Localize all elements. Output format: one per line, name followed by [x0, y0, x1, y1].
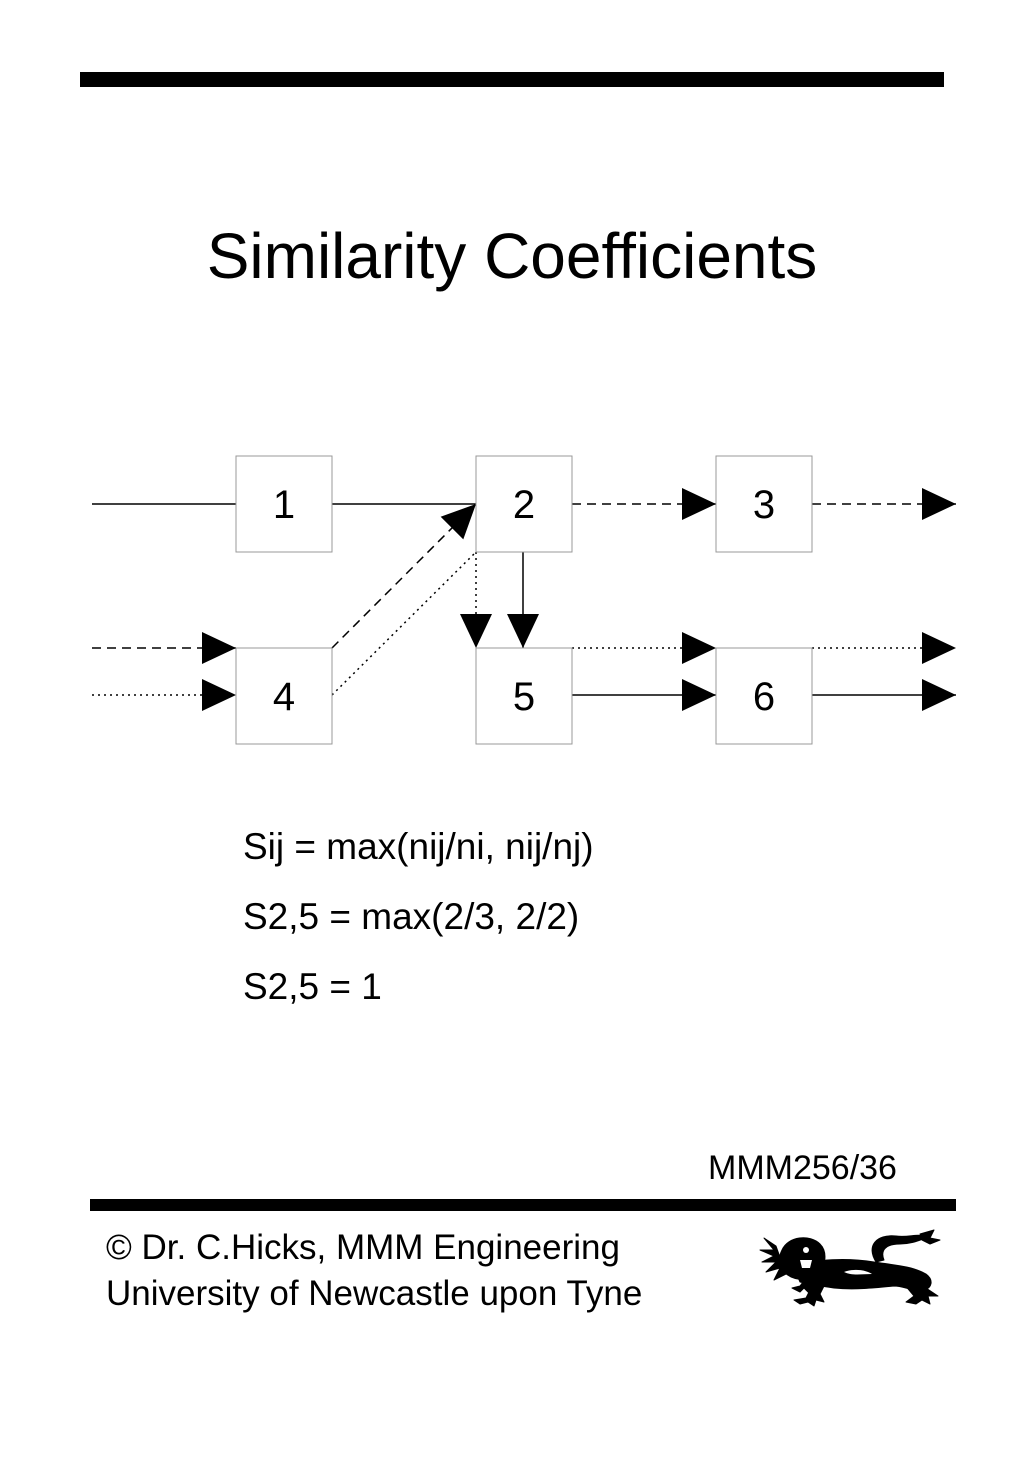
bottom-rule [90, 1199, 956, 1211]
slide-reference: MMM256/36 [708, 1149, 897, 1187]
node-4-label: 4 [273, 675, 295, 719]
node-6-box [715, 647, 813, 745]
top-rule [80, 72, 944, 87]
lion-crest-icon [759, 1229, 941, 1307]
node-1-box [235, 455, 333, 553]
formula-general: Sij = max(nij/ni, nij/nj) [243, 826, 594, 867]
node-1-label: 1 [273, 483, 295, 527]
slide-title: Similarity Coefficients [206, 220, 818, 292]
node-5-label: 5 [513, 675, 535, 719]
node-2-label: 2 [513, 483, 535, 527]
dashed-arrow-4-to-2 [331, 503, 477, 649]
node-4-box [235, 647, 333, 745]
formula-result: S2,5 = 1 [243, 966, 382, 1007]
node-6-label: 6 [753, 675, 775, 719]
dotted-line-4-to-2 [331, 551, 477, 696]
footer-credit: © Dr. C.Hicks, MMM Engineering Universit… [106, 1225, 642, 1317]
footer-university: University of Newcastle upon Tyne [106, 1274, 643, 1313]
node-3-label: 3 [753, 483, 775, 527]
flow-diagram: 1 2 3 4 5 6 [92, 455, 956, 745]
node-3-box [715, 455, 813, 553]
node-5-box [475, 647, 573, 745]
footer-author: © Dr. C.Hicks, MMM Engineering [106, 1228, 620, 1267]
formula-substituted: S2,5 = max(2/3, 2/2) [243, 896, 580, 937]
formula-block: Sij = max(nij/ni, nij/nj) S2,5 = max(2/3… [243, 812, 594, 1022]
node-2-box [475, 455, 573, 553]
